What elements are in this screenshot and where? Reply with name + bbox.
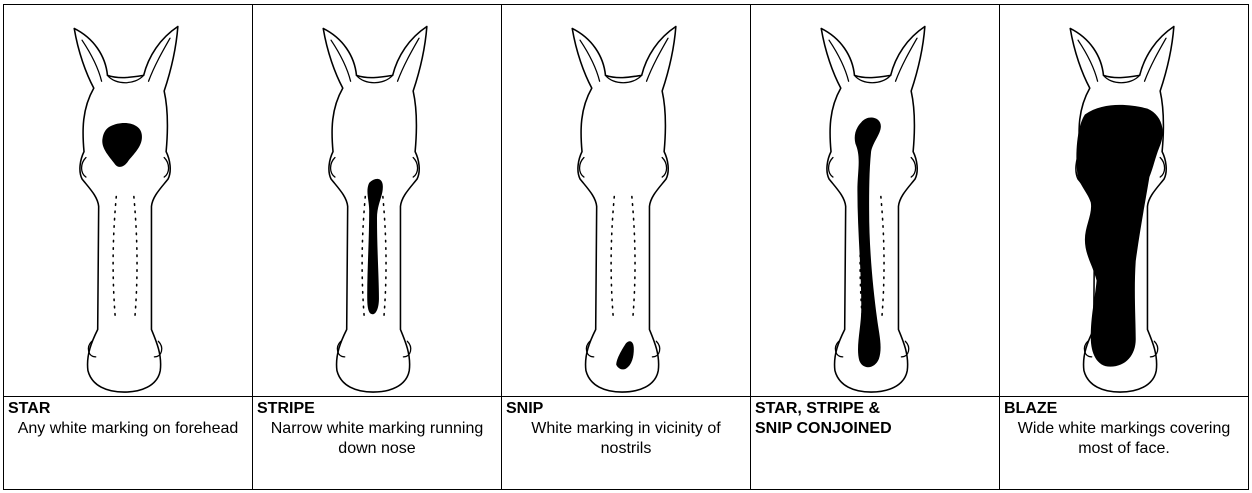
star-marking-description: Any white marking on forehead	[8, 419, 248, 439]
star-illustration-cell	[4, 5, 253, 397]
blaze-marking-description: Wide white markings covering most of fac…	[1004, 419, 1244, 459]
snip-illustration-cell	[502, 5, 751, 397]
star-horse-head-illustration	[4, 5, 252, 396]
star-stripe-snip-horse-head-illustration	[751, 5, 999, 396]
illustration-row	[4, 5, 1249, 397]
star-stripe-snip-marking-name: STAR, STRIPE & SNIP CONJOINED	[755, 399, 905, 439]
blaze-caption-cell: BLAZE Wide white markings covering most …	[1000, 397, 1249, 490]
blaze-marking-shape	[1076, 105, 1162, 367]
star-caption-cell: STAR Any white marking on forehead	[4, 397, 253, 490]
blaze-illustration-cell	[1000, 5, 1249, 397]
star-marking-name: STAR	[8, 399, 248, 419]
snip-marking-name: SNIP	[506, 399, 746, 419]
blaze-horse-head-illustration	[1000, 5, 1248, 396]
snip-marking-description: White marking in vicinity of nostrils	[506, 419, 746, 459]
snip-caption-cell: SNIP White marking in vicinity of nostri…	[502, 397, 751, 490]
stripe-caption-cell: STRIPE Narrow white marking running down…	[253, 397, 502, 490]
snip-horse-head-illustration	[502, 5, 750, 396]
star-stripe-snip-illustration-cell	[751, 5, 1000, 397]
stripe-marking-description: Narrow white marking running down nose	[257, 419, 497, 459]
stripe-horse-head-illustration	[253, 5, 501, 396]
blaze-marking-name: BLAZE	[1004, 399, 1244, 419]
stripe-illustration-cell	[253, 5, 502, 397]
face-markings-table: STAR Any white marking on forehead STRIP…	[3, 4, 1249, 490]
star-stripe-snip-caption-cell: STAR, STRIPE & SNIP CONJOINED	[751, 397, 1000, 490]
stripe-marking-name: STRIPE	[257, 399, 497, 419]
caption-row: STAR Any white marking on forehead STRIP…	[4, 397, 1249, 490]
